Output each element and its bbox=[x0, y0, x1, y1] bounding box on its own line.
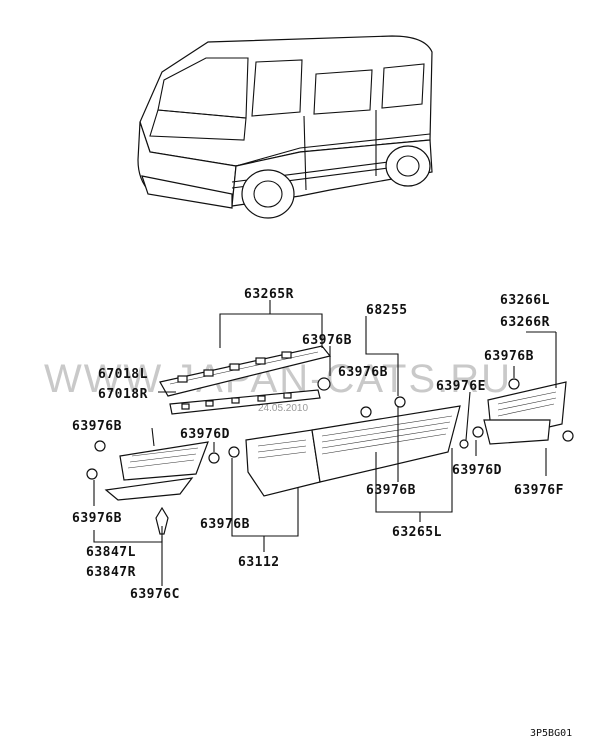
label-63976E: 63976E bbox=[436, 379, 486, 394]
label-63266L: 63266L bbox=[500, 293, 550, 308]
label-63976D-left: 63976D bbox=[180, 427, 230, 442]
rear-garnish bbox=[483, 381, 567, 445]
van-illustration bbox=[137, 35, 433, 219]
label-63976F: 63976F bbox=[514, 483, 564, 498]
label-63265L: 63265L bbox=[392, 525, 442, 540]
front-garnish bbox=[104, 441, 209, 501]
label-63266R: 63266R bbox=[500, 315, 550, 330]
middle-side-garnish bbox=[245, 405, 461, 497]
label-67018L: 67018L bbox=[98, 367, 148, 382]
label-63976B-mid: 63976B bbox=[338, 365, 388, 380]
retainer-strip bbox=[169, 389, 321, 415]
diagram-code: 3P5BG01 bbox=[530, 728, 572, 739]
part-labels: 63265R 63976B 68255 63266L 63266R 63976B… bbox=[72, 287, 564, 602]
label-63976B-left: 63976B bbox=[72, 419, 122, 434]
label-63976B-front: 63976B bbox=[200, 517, 250, 532]
label-63976B-top: 63976B bbox=[302, 333, 352, 348]
upper-side-moulding bbox=[159, 345, 332, 397]
leader-lines bbox=[93, 300, 557, 586]
label-63976B-left2: 63976B bbox=[72, 511, 122, 526]
label-67018R: 67018R bbox=[98, 387, 148, 402]
watermark-date: 24.05.2010 bbox=[258, 403, 308, 414]
label-63847R: 63847R bbox=[86, 565, 136, 580]
label-63976C: 63976C bbox=[130, 587, 180, 602]
label-63112: 63112 bbox=[238, 555, 280, 570]
label-63976B-lower: 63976B bbox=[366, 483, 416, 498]
label-63976D-right: 63976D bbox=[452, 463, 502, 478]
label-68255: 68255 bbox=[366, 303, 408, 318]
fastener-clips bbox=[86, 377, 574, 535]
label-63265R: 63265R bbox=[244, 287, 294, 302]
label-63847L: 63847L bbox=[86, 545, 136, 560]
label-63976B-right: 63976B bbox=[484, 349, 534, 364]
